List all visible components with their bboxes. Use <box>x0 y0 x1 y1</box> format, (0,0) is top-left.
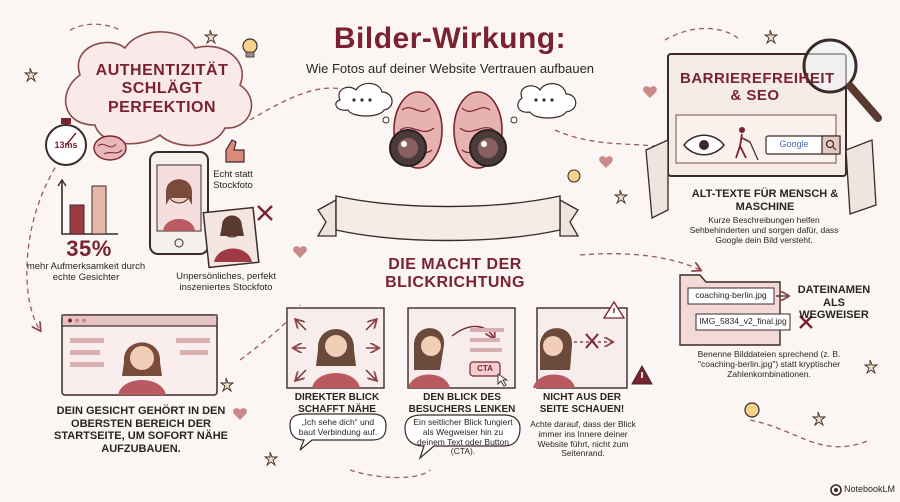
file-good: coaching-berlin.jpg <box>695 290 767 300</box>
speech-bubble-side <box>404 414 521 460</box>
panel-side-gaze <box>407 307 516 389</box>
alt-caption: Kurze Beschreibungen helfen Sehbehindert… <box>689 215 839 245</box>
panel-side-title: DEN BLICK DES BESUCHERS LENKEN <box>408 392 516 415</box>
small-brain-icon <box>93 135 127 161</box>
thought-bubble-left <box>335 82 393 124</box>
speech-bubble-direct <box>289 413 387 451</box>
authentic-cloud <box>64 31 253 147</box>
connector-lines <box>26 23 871 479</box>
panel-outward-title: NICHT AUS DER SEITE SCHAUEN! <box>539 392 625 415</box>
panel-outward-gaze <box>533 300 628 389</box>
keyboard-illustration <box>645 138 877 220</box>
attention-bar-chart <box>57 178 118 235</box>
stopwatch-icon <box>45 118 87 166</box>
stat-value: 35% <box>66 236 112 261</box>
camera-lens-left <box>389 129 427 167</box>
panel-direct-gaze <box>286 307 385 389</box>
file-folder-illustration <box>679 274 791 346</box>
authentic-heading: AUTHENTIZITÄT SCHLÄGT PERFEKTION <box>95 62 229 116</box>
file-bad: IMG_5834_v2_final.jpg <box>699 316 787 326</box>
face-top-text: DEIN GESICHT GEHÖRT IN DEN OBERSTEN BERE… <box>54 405 228 455</box>
stock-caption: Unpersönliches, perfekt inszeniertes Sto… <box>176 271 276 293</box>
gaze-heading: DIE MACHT DER BLICKRICHTUNG <box>385 256 525 292</box>
stockfoto-illustration <box>202 206 260 269</box>
eye-icon <box>683 134 725 156</box>
seo-heading: BARRIEREFREIHEIT & SEO <box>680 70 835 105</box>
decorative-hearts <box>233 86 657 420</box>
page-subtitle: Wie Fotos auf deiner Website Vertrauen a… <box>305 61 595 76</box>
search-brand: Google <box>779 139 809 149</box>
timer-label: 13ms <box>54 140 78 150</box>
alt-title: ALT-TEXTE FÜR MENSCH & MASCHINE <box>691 188 839 213</box>
cta-label: CTA <box>477 364 493 373</box>
ribbon-banner <box>316 195 580 242</box>
panel-direct-caption: „Ich sehe dich“ und baut Verbindung auf. <box>298 417 378 437</box>
smartphone-illustration <box>149 151 209 255</box>
accessibility-person-icon <box>735 127 759 161</box>
search-bar <box>765 135 841 155</box>
stat-caption: mehr Aufmerksamkeit durch echte Gesichte… <box>26 261 146 283</box>
notebooklm-logo-icon <box>830 484 842 496</box>
browser-window-illustration <box>61 314 218 396</box>
magnifier-icon <box>802 38 882 122</box>
brand-name: NotebookLM <box>844 484 896 494</box>
thought-bubble-right <box>510 83 577 124</box>
panel-direct-title: DIREKTER BLICK SCHAFFT NÄHE <box>294 392 380 415</box>
file-reject-x-icon <box>799 315 813 329</box>
camera-lens-right <box>469 129 507 167</box>
panel-outward-caption: Achte darauf, dass der Blick immer ins I… <box>530 419 636 459</box>
warning-triangle-icon <box>631 364 653 385</box>
page-title: Bilder-Wirkung: <box>333 22 567 55</box>
reject-x-icon <box>257 205 273 221</box>
decorative-stars <box>23 29 879 467</box>
lightbulb-icon <box>242 38 760 418</box>
file-title: DATEINAMEN ALS WEGWEISER <box>797 284 871 322</box>
file-caption: Benenne Bilddateien sprechend (z. B. "co… <box>697 349 841 379</box>
thumbs-up-icon <box>225 139 245 163</box>
panel-side-caption: Ein seitlicher Blick fungiert als Wegwei… <box>413 417 513 457</box>
real-photo-label: Echt statt Stockfoto <box>213 169 253 191</box>
